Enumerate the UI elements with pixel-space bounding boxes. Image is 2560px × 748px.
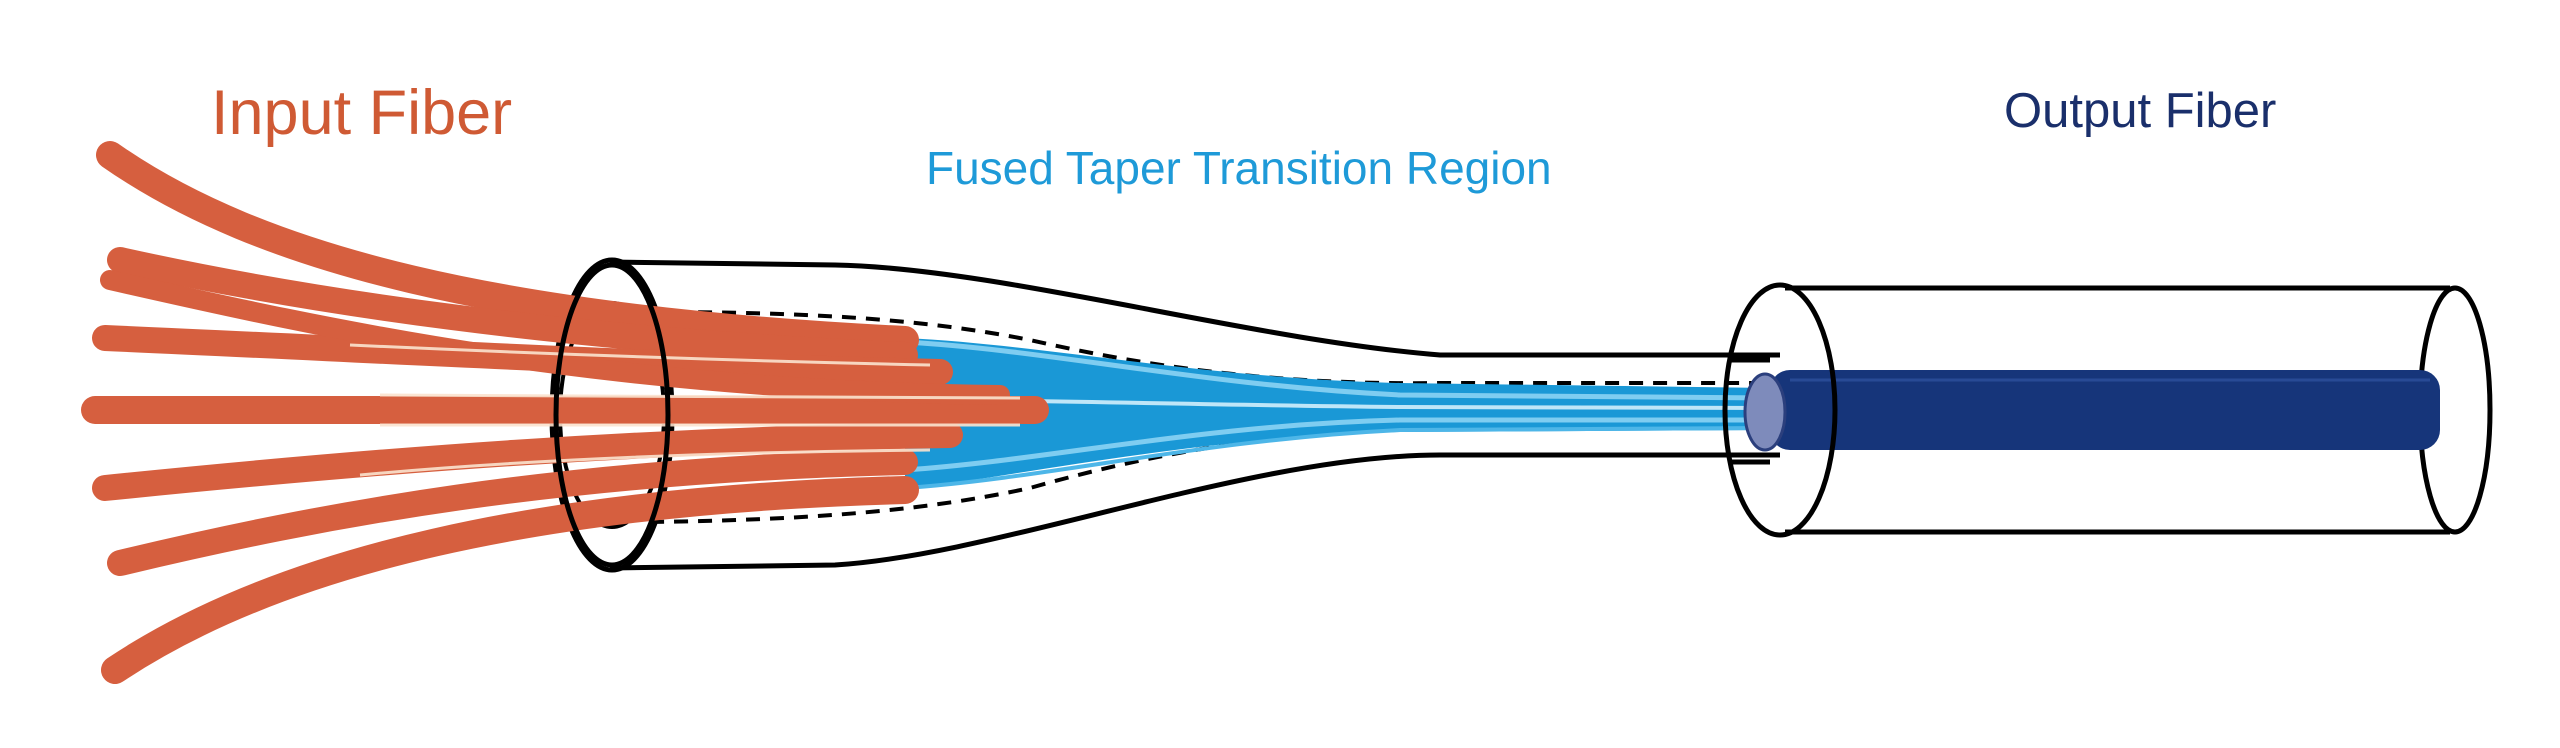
output-fiber-end-face <box>1743 372 1787 452</box>
output-fiber-core <box>1770 370 2440 450</box>
input-fiber-bundle <box>81 141 1049 684</box>
input-fiber-8 <box>100 270 1010 405</box>
output-fiber-label: Output Fiber <box>2004 84 2277 138</box>
input-fiber-highlight-4 <box>359 448 931 477</box>
taper-entrance-front-ring <box>553 262 671 568</box>
output-cylinder-neck <box>1730 357 1770 465</box>
output-cylinder-near-end <box>1722 282 1838 538</box>
output-cylinder <box>1722 282 2493 538</box>
input-fiber-highlights <box>349 343 1021 477</box>
input-fiber-highlight-1 <box>349 343 931 367</box>
input-fiber-highlight-2 <box>379 393 1021 400</box>
taper-strand-low <box>904 417 1770 473</box>
input-fiber-5 <box>92 422 963 501</box>
input-fiber-label: Input Fiber <box>211 78 513 148</box>
taper-region-label: Fused Taper Transition Region <box>926 142 1552 194</box>
taper-strand-bottom <box>904 426 1771 490</box>
taper-fiber-bundle <box>904 338 1771 490</box>
input-fiber-7 <box>101 476 919 684</box>
taper-strand-top <box>904 339 1771 401</box>
taper-core-body <box>905 338 1770 490</box>
input-fiber-1 <box>96 141 919 354</box>
input-fiber-6 <box>107 449 918 576</box>
taper-housing-outline <box>609 259 1780 571</box>
output-cylinder-outline <box>1785 285 2450 535</box>
input-fiber-2 <box>107 247 918 368</box>
